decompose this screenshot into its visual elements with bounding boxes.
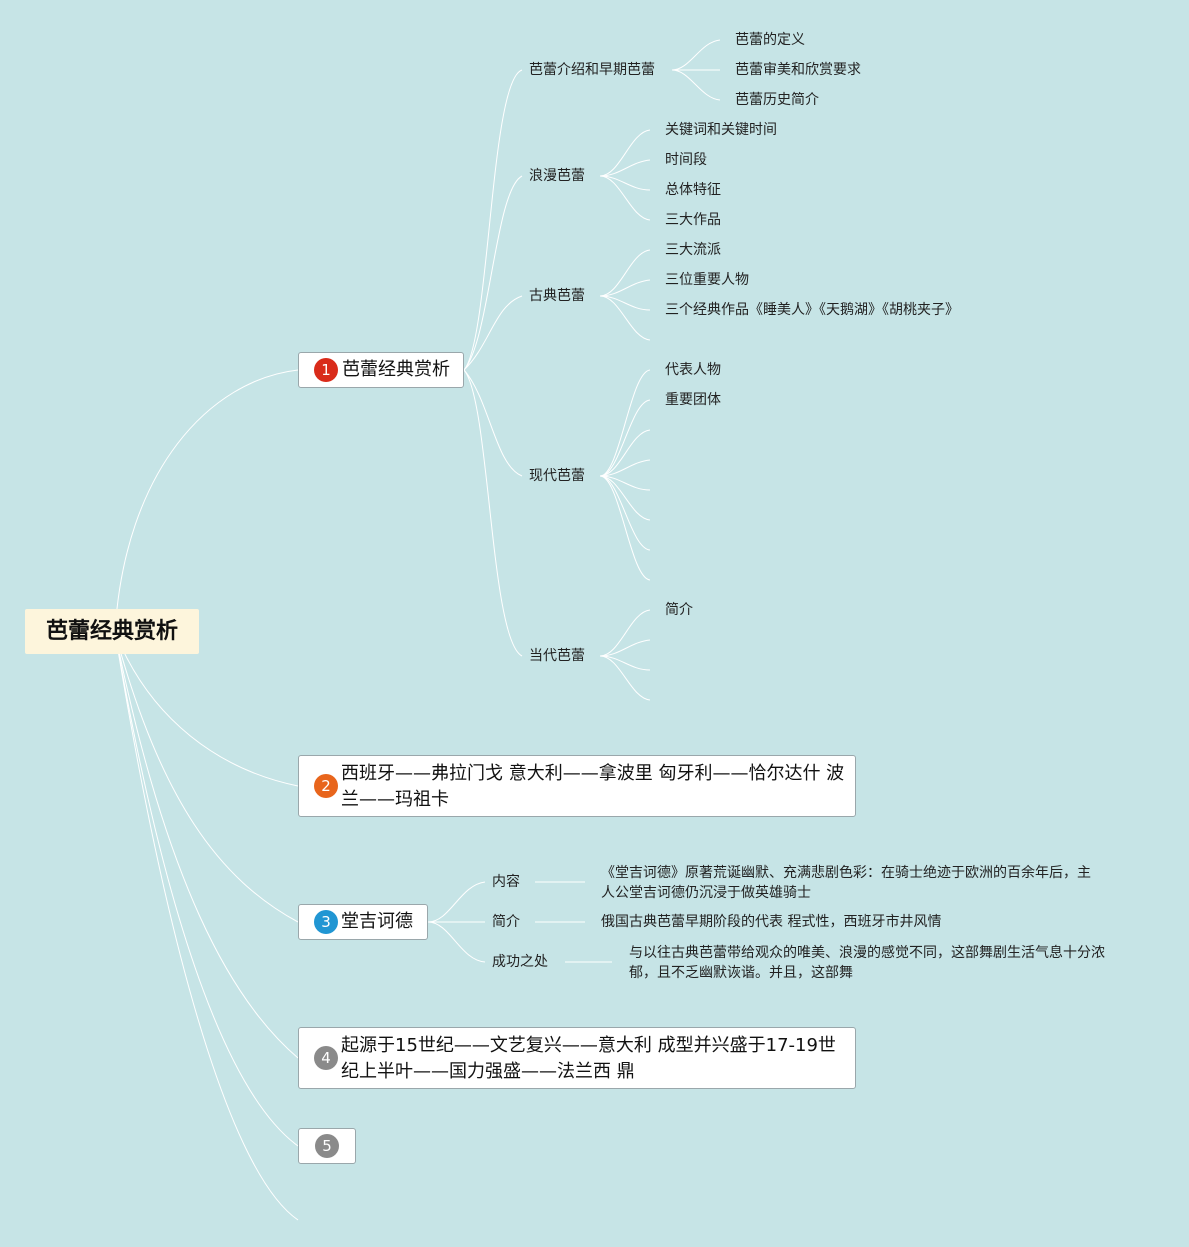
leaf-groups[interactable]: 重要团体 [665,392,721,408]
topic-3-label: 堂吉诃德 [341,911,413,932]
topic-2-label: 西班牙——弗拉门戈 意大利——拿波里 匈牙利——恰尔达什 波兰——玛祖卡 [341,763,845,810]
badge-5: 5 [315,1134,339,1158]
leaf-classic-works[interactable]: 三个经典作品《睡美人》《天鹅湖》《胡桃夹子》 [665,302,959,318]
leaf-period[interactable]: 时间段 [665,152,707,168]
topic-4-label: 起源于15世纪——文艺复兴——意大利 成型并兴盛于17-19世纪上半叶——国力强… [341,1035,836,1082]
subtopic-romantic[interactable]: 浪漫芭蕾 [529,168,585,184]
topic-4[interactable]: 4 起源于15世纪——文艺复兴——意大利 成型并兴盛于17-19世纪上半叶——国… [298,1027,856,1089]
subtopic-brief[interactable]: 简介 [492,914,520,930]
leaf-contemporary-intro[interactable]: 简介 [665,602,693,618]
badge-3: 3 [314,910,338,934]
leaf-three-schools[interactable]: 三大流派 [665,242,721,258]
root-topic[interactable]: 芭蕾经典赏析 [25,609,199,654]
leaf-ballet-history[interactable]: 芭蕾历史简介 [735,92,819,108]
leaf-ballet-definition[interactable]: 芭蕾的定义 [735,32,805,48]
subtopic-classical[interactable]: 古典芭蕾 [529,288,585,304]
subtopic-contemporary[interactable]: 当代芭蕾 [529,648,585,664]
brief-text[interactable]: 俄国古典芭蕾早期阶段的代表 程式性，西班牙市井风情 [601,914,942,930]
leaf-three-figures[interactable]: 三位重要人物 [665,272,749,288]
leaf-features[interactable]: 总体特征 [665,182,721,198]
badge-4: 4 [314,1046,338,1070]
subtopic-success[interactable]: 成功之处 [492,954,548,970]
success-text[interactable]: 与以往古典芭蕾带给观众的唯美、浪漫的感觉不同，这部舞剧生活气息十分浓郁，且不乏幽… [629,945,1105,981]
badge-1: 1 [314,358,338,382]
topic-1-label: 芭蕾经典赏析 [342,359,450,380]
leaf-three-works[interactable]: 三大作品 [665,212,721,228]
subtopic-intro[interactable]: 芭蕾介绍和早期芭蕾 [529,62,655,78]
subtopic-modern[interactable]: 现代芭蕾 [529,468,585,484]
topic-3[interactable]: 3 堂吉诃德 [298,904,428,940]
subtopic-content[interactable]: 内容 [492,874,520,890]
topic-5[interactable]: 5 [298,1128,356,1164]
leaf-keywords[interactable]: 关键词和关键时间 [665,122,777,138]
badge-2: 2 [314,774,338,798]
leaf-representatives[interactable]: 代表人物 [665,362,721,378]
topic-1[interactable]: 1 芭蕾经典赏析 [298,352,464,388]
topic-2[interactable]: 2 西班牙——弗拉门戈 意大利——拿波里 匈牙利——恰尔达什 波兰——玛祖卡 [298,755,856,817]
content-text[interactable]: 《堂吉诃德》原著荒诞幽默、充满悲剧色彩：在骑士绝迹于欧洲的百余年后，主人公堂吉诃… [601,865,1091,901]
leaf-ballet-aesthetics[interactable]: 芭蕾审美和欣赏要求 [735,62,861,78]
